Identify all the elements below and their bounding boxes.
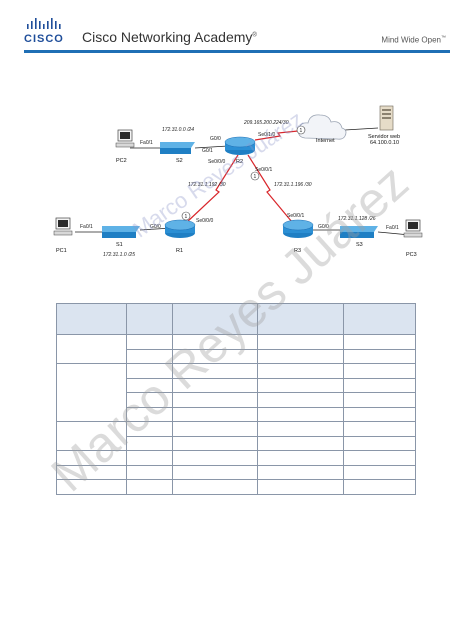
- pc1-icon: [53, 217, 73, 236]
- table-row: [56, 334, 416, 364]
- table-header-row: [56, 303, 416, 335]
- router-r2-icon: [224, 136, 256, 155]
- switch-s1-label: S1: [116, 242, 123, 248]
- dce-clock-icon: 1: [250, 171, 260, 181]
- page-header: CISCO Cisco Networking Academy® Mind Wid…: [0, 0, 474, 54]
- if-r2-se001: Se0/0/1: [255, 167, 272, 173]
- switch-s2-icon: [160, 142, 195, 154]
- if-r1-g00: G0/0: [150, 224, 161, 230]
- table-row: [57, 435, 416, 451]
- dce-clock-icon: 1: [181, 211, 191, 221]
- dce-clock-icon: 1: [296, 125, 306, 135]
- if-r3-g00: G0/0: [318, 224, 329, 230]
- router-r1-label: R1: [176, 248, 183, 254]
- net-lan-s3: 172.31.1.128 /26: [338, 216, 376, 222]
- switch-s3-label: S3: [356, 242, 363, 248]
- pc2-icon: [115, 129, 135, 148]
- if-r1-se000: Se0/0/0: [196, 218, 213, 224]
- switch-s2-label: S2: [176, 158, 183, 164]
- table-row: [56, 421, 416, 451]
- web-server-icon: [379, 105, 394, 131]
- serial-links: [186, 129, 309, 223]
- academy-title: Cisco Networking Academy®: [82, 29, 257, 45]
- router-r2-label: R2: [236, 159, 243, 165]
- network-topology-diagram: Internet Servidor web 64.100.0.10 R2 R1 …: [53, 105, 423, 258]
- svg-text:1: 1: [300, 128, 303, 134]
- table-row: [56, 450, 416, 466]
- cisco-logo-icon: [27, 18, 61, 29]
- pc3-icon: [403, 219, 423, 238]
- internet-cloud-icon: [298, 114, 347, 140]
- pc1-label: PC1: [56, 248, 67, 254]
- if-pc3-s3: Fa0/1: [386, 225, 399, 231]
- header-divider: [24, 50, 450, 53]
- table-row: [57, 377, 416, 393]
- switch-s1-icon: [102, 226, 140, 238]
- router-r3-icon: [282, 219, 314, 238]
- if-pc1-s1: Fa0/1: [80, 224, 93, 230]
- table-row: [57, 406, 416, 422]
- addressing-table: [56, 303, 416, 495]
- if-s2-r2-b: G0/1: [202, 148, 213, 154]
- table-row: [57, 392, 416, 408]
- svg-text:1: 1: [185, 214, 188, 220]
- router-r3-label: R3: [294, 248, 301, 254]
- if-s2-r2-a: G0/0: [210, 136, 221, 142]
- router-r1-icon: [164, 219, 196, 238]
- server-label: Servidor web: [368, 134, 400, 140]
- table-row: [56, 479, 416, 495]
- if-r2-internet: Se0/1/0: [258, 132, 275, 138]
- if-r2-se000: Se0/0/0: [208, 159, 225, 165]
- internet-label: Internet: [316, 138, 335, 144]
- net-lan-s1: 172.31.1.0 /25: [103, 252, 135, 258]
- server-ip: 64.100.0.10: [370, 140, 399, 146]
- if-r3-se001: Se0/0/1: [287, 213, 304, 219]
- net-wan-internet: 209.165.200.224/30: [243, 120, 289, 126]
- net-wan-r2-r3: 172.31.1.196 /30: [274, 182, 312, 188]
- tagline: Mind Wide Open™: [381, 35, 446, 45]
- svg-text:1: 1: [254, 174, 257, 180]
- net-lan-s2: 172.31.0.0 /24: [162, 127, 194, 133]
- switch-s3-icon: [340, 226, 378, 238]
- pc3-label: PC3: [406, 252, 417, 258]
- table-row: [56, 363, 416, 422]
- cisco-brand-text: CISCO: [24, 33, 64, 45]
- if-pc2-s2: Fa0/1: [140, 140, 153, 146]
- net-wan-r1-r2: 172.31.1.192 /30: [188, 182, 226, 188]
- table-row: [56, 464, 416, 480]
- pc2-label: PC2: [116, 158, 127, 164]
